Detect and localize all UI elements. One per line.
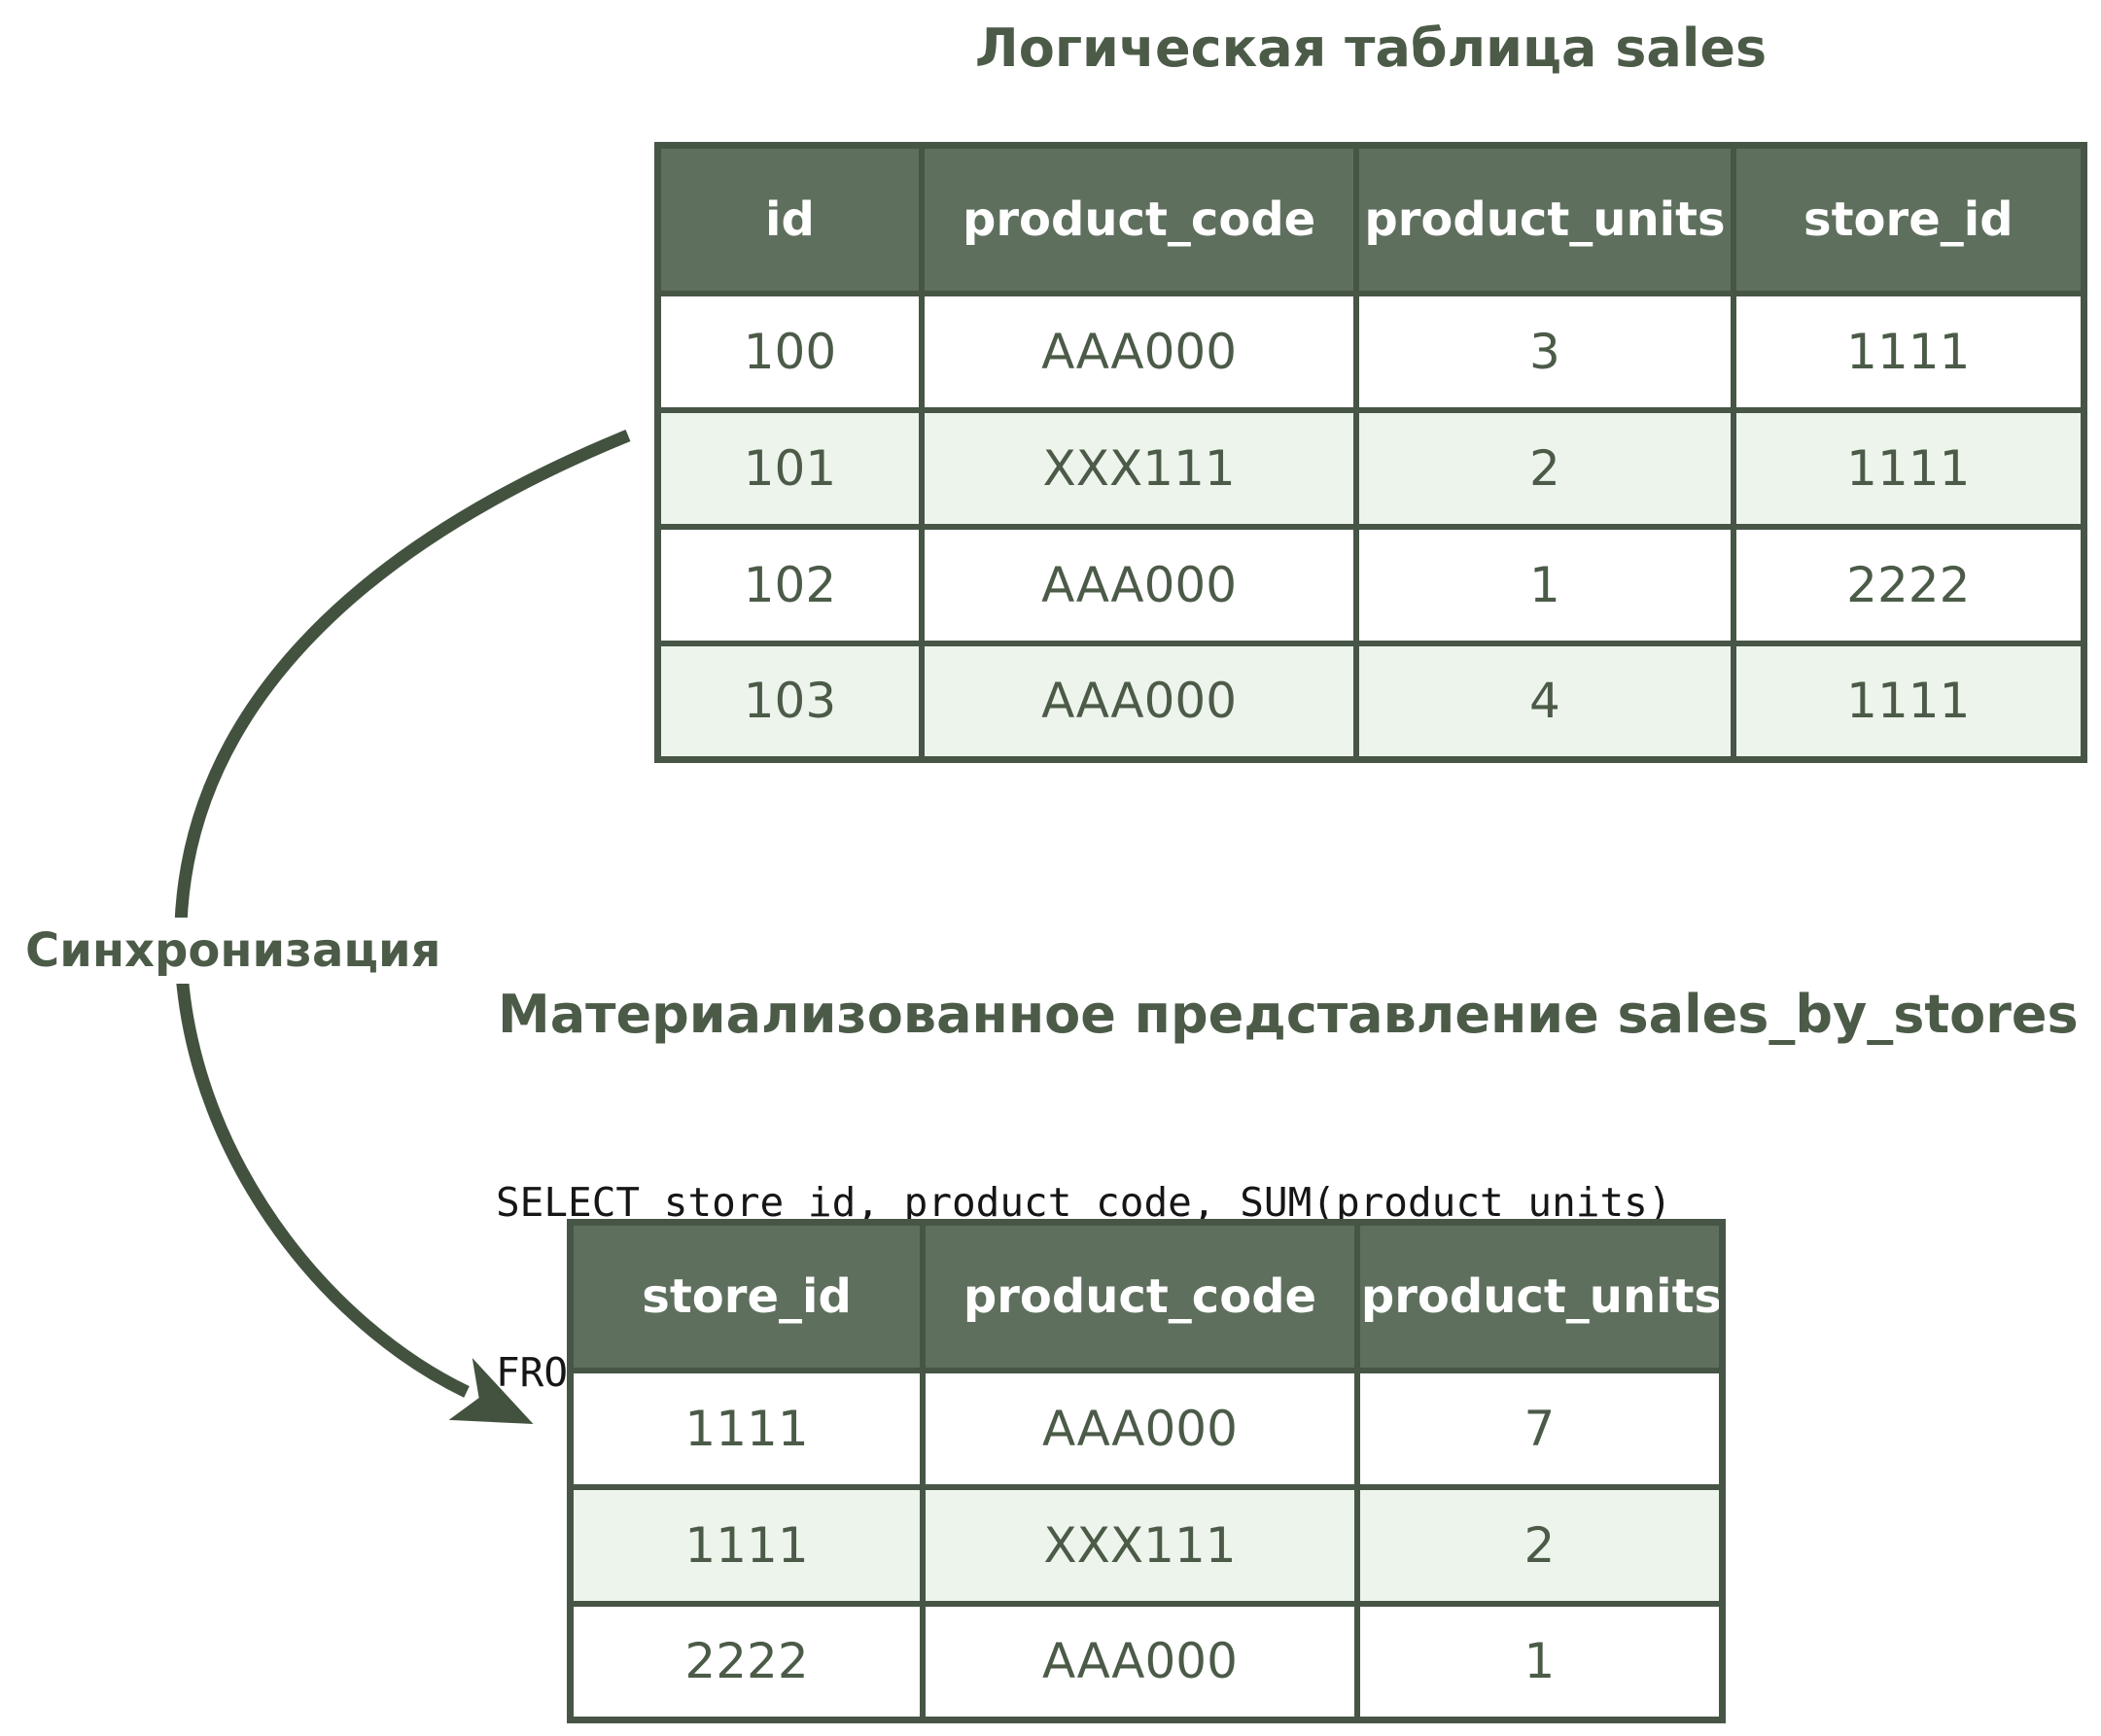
table-cell: 1111 xyxy=(567,1367,927,1490)
table-cell: 7 xyxy=(1353,1367,1726,1490)
table-cell: 1111 xyxy=(1730,290,2087,413)
table-cell: 101 xyxy=(654,406,925,530)
table-cell: XXX111 xyxy=(920,1483,1360,1607)
table-cell: AAA000 xyxy=(918,290,1360,413)
column-header: product_units xyxy=(1353,1219,1726,1373)
table-cell: 2222 xyxy=(1730,523,2087,646)
column-header: store_id xyxy=(567,1219,927,1373)
column-header: product_units xyxy=(1353,142,1736,296)
sql-line-1: SELECT store_id, product_code, SUM(produ… xyxy=(496,1179,1672,1227)
table-cell: AAA000 xyxy=(920,1600,1360,1723)
table-cell: 3 xyxy=(1353,290,1736,413)
logical-table-title: Логическая таблица sales xyxy=(974,17,1768,79)
table-cell: XXX111 xyxy=(918,406,1360,530)
table-cell: AAA000 xyxy=(920,1367,1360,1490)
table-cell: 2 xyxy=(1353,1483,1726,1607)
table-cell: 1111 xyxy=(1730,640,2087,763)
column-header: id xyxy=(654,142,925,296)
table-cell: 1 xyxy=(1353,523,1736,646)
materialized-view-title: Материализованное представление sales_by… xyxy=(498,984,2079,1045)
table-cell: 2222 xyxy=(567,1600,927,1723)
column-header: store_id xyxy=(1730,142,2087,296)
column-header: product_code xyxy=(920,1219,1360,1373)
table-cell: 4 xyxy=(1353,640,1736,763)
table-cell: 1111 xyxy=(1730,406,2087,530)
table-cell: 2 xyxy=(1353,406,1736,530)
sync-label: Синхронизация xyxy=(16,918,451,984)
table-cell: 102 xyxy=(654,523,925,646)
table-cell: 1 xyxy=(1353,1600,1726,1723)
table-cell: 1111 xyxy=(567,1483,927,1607)
table-cell: 103 xyxy=(654,640,925,763)
table-cell: AAA000 xyxy=(918,523,1360,646)
table-cell: AAA000 xyxy=(918,640,1360,763)
table-cell: 100 xyxy=(654,290,925,413)
column-header: product_code xyxy=(918,142,1360,296)
